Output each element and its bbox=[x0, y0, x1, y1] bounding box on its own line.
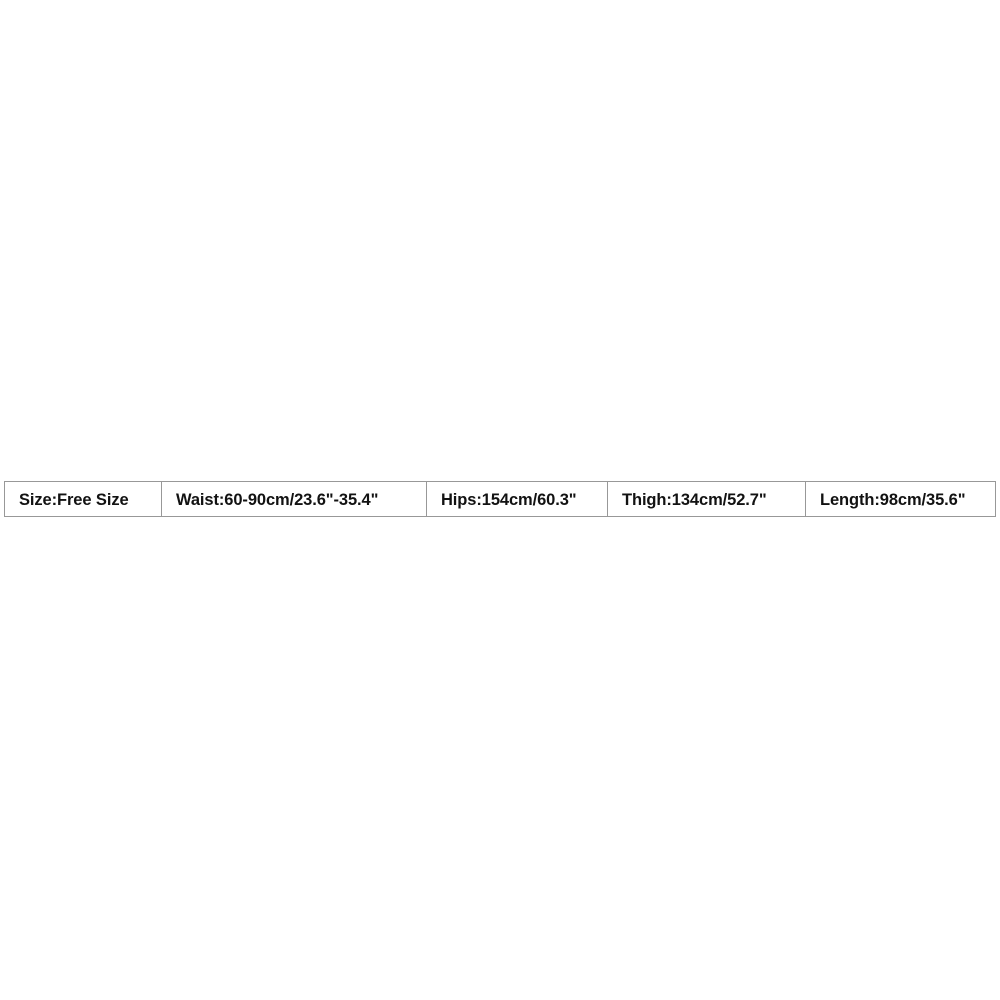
size-cell-waist-label: Waist:60-90cm/23.6"-35.4" bbox=[175, 489, 379, 509]
size-cell-length-label: Length:98cm/35.6" bbox=[820, 489, 966, 509]
size-cell-thigh: Thigh:134cm/52.7" bbox=[608, 482, 807, 516]
size-cell-hips-label: Hips:154cm/60.3" bbox=[441, 489, 577, 509]
size-cell-size: Size:Free Size bbox=[5, 482, 162, 516]
size-cell-hips: Hips:154cm/60.3" bbox=[427, 482, 608, 516]
size-cell-thigh-label: Thigh:134cm/52.7" bbox=[621, 489, 767, 509]
size-cell-length: Length:98cm/35.6" bbox=[806, 482, 995, 516]
product-size-chart: Size:Free Size Waist:60-90cm/23.6"-35.4"… bbox=[4, 481, 996, 517]
size-cell-size-label: Size:Free Size bbox=[19, 489, 129, 509]
size-cell-waist: Waist:60-90cm/23.6"-35.4" bbox=[162, 482, 428, 516]
